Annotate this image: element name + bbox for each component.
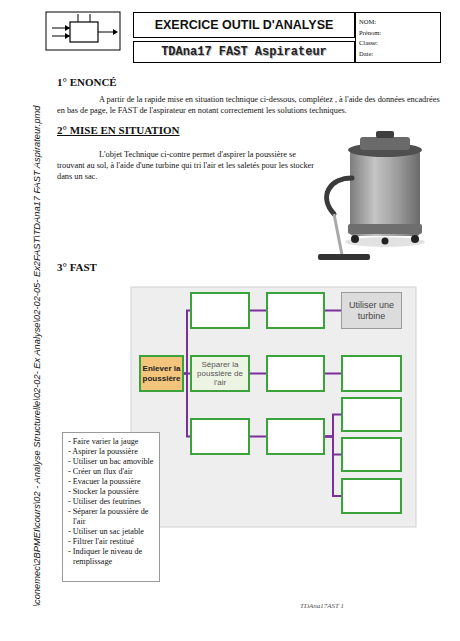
student-id-box: NOM: Prénom: Classe: Date: [355,12,441,63]
node-text: Classe: [359,39,378,46]
solution-box [341,437,402,472]
fast-connector [325,310,341,312]
fast-connector [325,373,341,375]
instruction-text: A partir de la rapide mise en situation … [57,95,445,117]
fast-connector [250,310,266,312]
context-text: L'objet Technique ci-contre permet d'asp… [57,150,325,182]
fast-panel [131,287,416,527]
node-text: TDAna17 FAST Aspirateur [161,45,327,59]
node-text: Prénom: [359,29,381,36]
node-text: - Filtrer l'air restitué [73,537,156,547]
fast-connector [325,437,341,497]
node-text: Utiliser une turbine [343,300,400,321]
section-heading: 2° MISE EN SITUATION [57,124,307,136]
fast-connector [325,437,341,455]
vacuum-illustration [318,131,425,260]
section-heading: 1° ENONCÉ [57,76,307,88]
title-box: EXERCICE OUTIL D'ANALYSE [133,12,355,38]
fast-connector [250,436,266,438]
solution-box [341,355,402,392]
logo-symbol [46,12,120,50]
node-text: EXERCICE OUTIL D'ANALYSE [155,18,334,32]
solution-box [341,478,402,514]
node-text: - Evacuer la poussière [73,477,156,487]
node-text: - Séparer la poussière de l'air [73,507,156,527]
node-text: - Utiliser un bac amovible [73,457,156,467]
function-box [190,418,250,455]
function-box [266,292,325,329]
answer-list-box: - Faire varier la jauge- Aspirer la pous… [62,432,160,582]
section-heading: 3° FAST [57,261,307,273]
footer-reference: TDAna17AST 1 [300,602,410,610]
fast-connector [325,415,341,437]
function-box [266,355,325,392]
solution-box: Utiliser une turbine [341,292,402,329]
node-text: - Utiliser des feutrines [73,497,156,507]
node-text: - Stocker la poussière [73,487,156,497]
node-text: - Aspirer la poussière [73,447,156,457]
solution-box [341,397,402,432]
node-text: NOM: [359,18,376,25]
function-box [190,292,250,329]
node-text: - Indiquer le niveau de remplissage [73,547,156,567]
subtitle-box: TDAna17 FAST Aspirateur [133,41,355,63]
fast-connector [250,373,266,375]
function-box: Séparer la poussière de l'air [190,355,250,392]
function-box [266,418,325,455]
node-text: - Utiliser un sac jetable [73,527,156,537]
node-text: Date: [359,50,373,57]
main-function-box: Enlever la poussière [139,355,184,392]
node-text: - Faire varier la jauge [73,437,156,447]
file-path: \conemec\2BPMEI\cours\02 - Analyse Struc… [32,91,42,621]
node-text: Séparer la poussière de l'air [193,360,247,388]
node-text: - Créer un flux d'air [73,467,156,477]
node-text: Enlever la poussière [142,364,181,382]
